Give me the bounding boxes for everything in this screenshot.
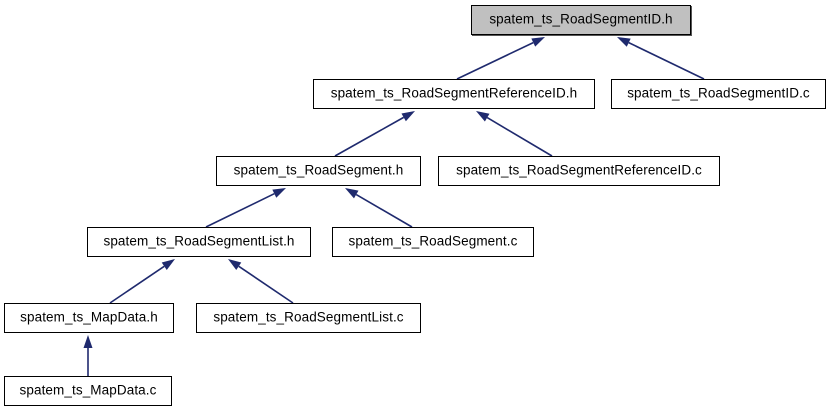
arrowhead-icon	[345, 188, 359, 199]
arrowhead-icon	[401, 111, 415, 122]
node-roadsegmentreferenceid_h[interactable]: spatem_ts_RoadSegmentReferenceID.h	[313, 79, 595, 109]
node-roadsegmentreferenceid_c[interactable]: spatem_ts_RoadSegmentReferenceID.c	[438, 156, 720, 186]
node-label: spatem_ts_RoadSegmentID.h	[489, 11, 673, 27]
edge-roadsegmentlist_h-to-roadsegment_h	[205, 188, 286, 228]
node-label: spatem_ts_RoadSegmentList.c	[213, 309, 404, 325]
node-roadsegment_h[interactable]: spatem_ts_RoadSegment.h	[216, 156, 421, 186]
node-label: spatem_ts_RoadSegment.c	[348, 233, 518, 249]
edge-mapdata_c-to-mapdata_h	[83, 335, 93, 376]
edge-roadsegmentreferenceid_c-to-roadsegmentreferenceid_h	[476, 111, 553, 157]
node-roadsegmentid_h[interactable]: spatem_ts_RoadSegmentID.h	[471, 5, 691, 35]
edge-roadsegmentreferenceid_h-to-roadsegmentid_h	[456, 37, 545, 80]
edge-roadsegmentlist_c-to-roadsegmentlist_h	[228, 259, 294, 304]
arrowhead-icon	[617, 37, 631, 47]
node-roadsegmentlist_c[interactable]: spatem_ts_RoadSegmentList.c	[196, 303, 421, 333]
edge-roadsegmentid_c-to-roadsegmentid_h	[617, 37, 705, 80]
arrowhead-icon	[476, 111, 490, 122]
node-roadsegment_c[interactable]: spatem_ts_RoadSegment.c	[332, 227, 534, 257]
node-label: spatem_ts_RoadSegmentReferenceID.c	[456, 162, 702, 178]
node-roadsegmentid_c[interactable]: spatem_ts_RoadSegmentID.c	[611, 79, 826, 109]
edge-roadsegment_c-to-roadsegment_h	[345, 188, 413, 228]
edge-roadsegment_h-to-roadsegmentreferenceid_h	[334, 111, 415, 157]
node-roadsegmentlist_h[interactable]: spatem_ts_RoadSegmentList.h	[87, 227, 311, 257]
edge-mapdata_h-to-roadsegmentlist_h	[109, 259, 175, 304]
node-label: spatem_ts_RoadSegmentList.h	[103, 233, 295, 249]
arrowhead-icon	[161, 259, 175, 271]
arrowhead-icon	[83, 335, 93, 348]
node-label: spatem_ts_MapData.c	[19, 382, 157, 398]
node-label: spatem_ts_RoadSegment.h	[233, 162, 404, 178]
node-mapdata_h[interactable]: spatem_ts_MapData.h	[4, 303, 174, 333]
arrowhead-icon	[272, 188, 286, 198]
node-mapdata_c[interactable]: spatem_ts_MapData.c	[4, 376, 172, 406]
node-label: spatem_ts_RoadSegmentID.c	[627, 85, 810, 101]
node-label: spatem_ts_MapData.h	[20, 309, 158, 325]
node-label: spatem_ts_RoadSegmentReferenceID.h	[330, 85, 578, 101]
arrowhead-icon	[228, 259, 242, 271]
arrowhead-icon	[531, 37, 545, 47]
